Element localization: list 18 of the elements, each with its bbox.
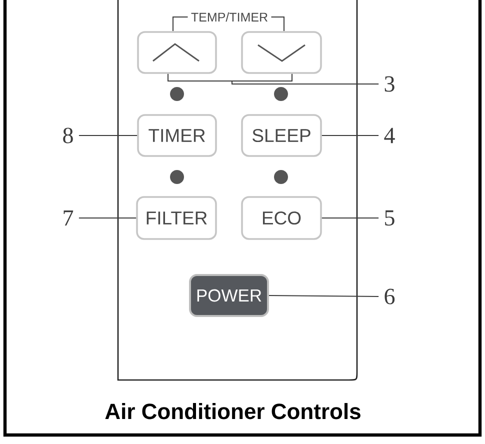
callout-number: 7	[64, 210, 74, 226]
button: SLEEP	[241, 114, 322, 157]
button: TIMER	[137, 114, 217, 157]
callout-number: 8	[63, 128, 73, 144]
group-label: TEMP/TIMER	[191, 12, 268, 22]
callout-number: 6	[384, 288, 395, 304]
leader-line	[232, 73, 380, 84]
button: FILTER	[136, 196, 217, 240]
leader-line	[321, 135, 380, 136]
button: POWER	[189, 274, 269, 317]
callout-number: 4	[384, 128, 395, 144]
remote-panel	[117, 0, 358, 381]
button: ECO	[241, 196, 322, 240]
callout-number: 5	[385, 210, 394, 226]
callout-number: 3	[384, 76, 394, 92]
title: Air Conditioner Controls	[105, 403, 360, 420]
leader-line	[268, 295, 380, 297]
leader-line	[78, 135, 138, 136]
